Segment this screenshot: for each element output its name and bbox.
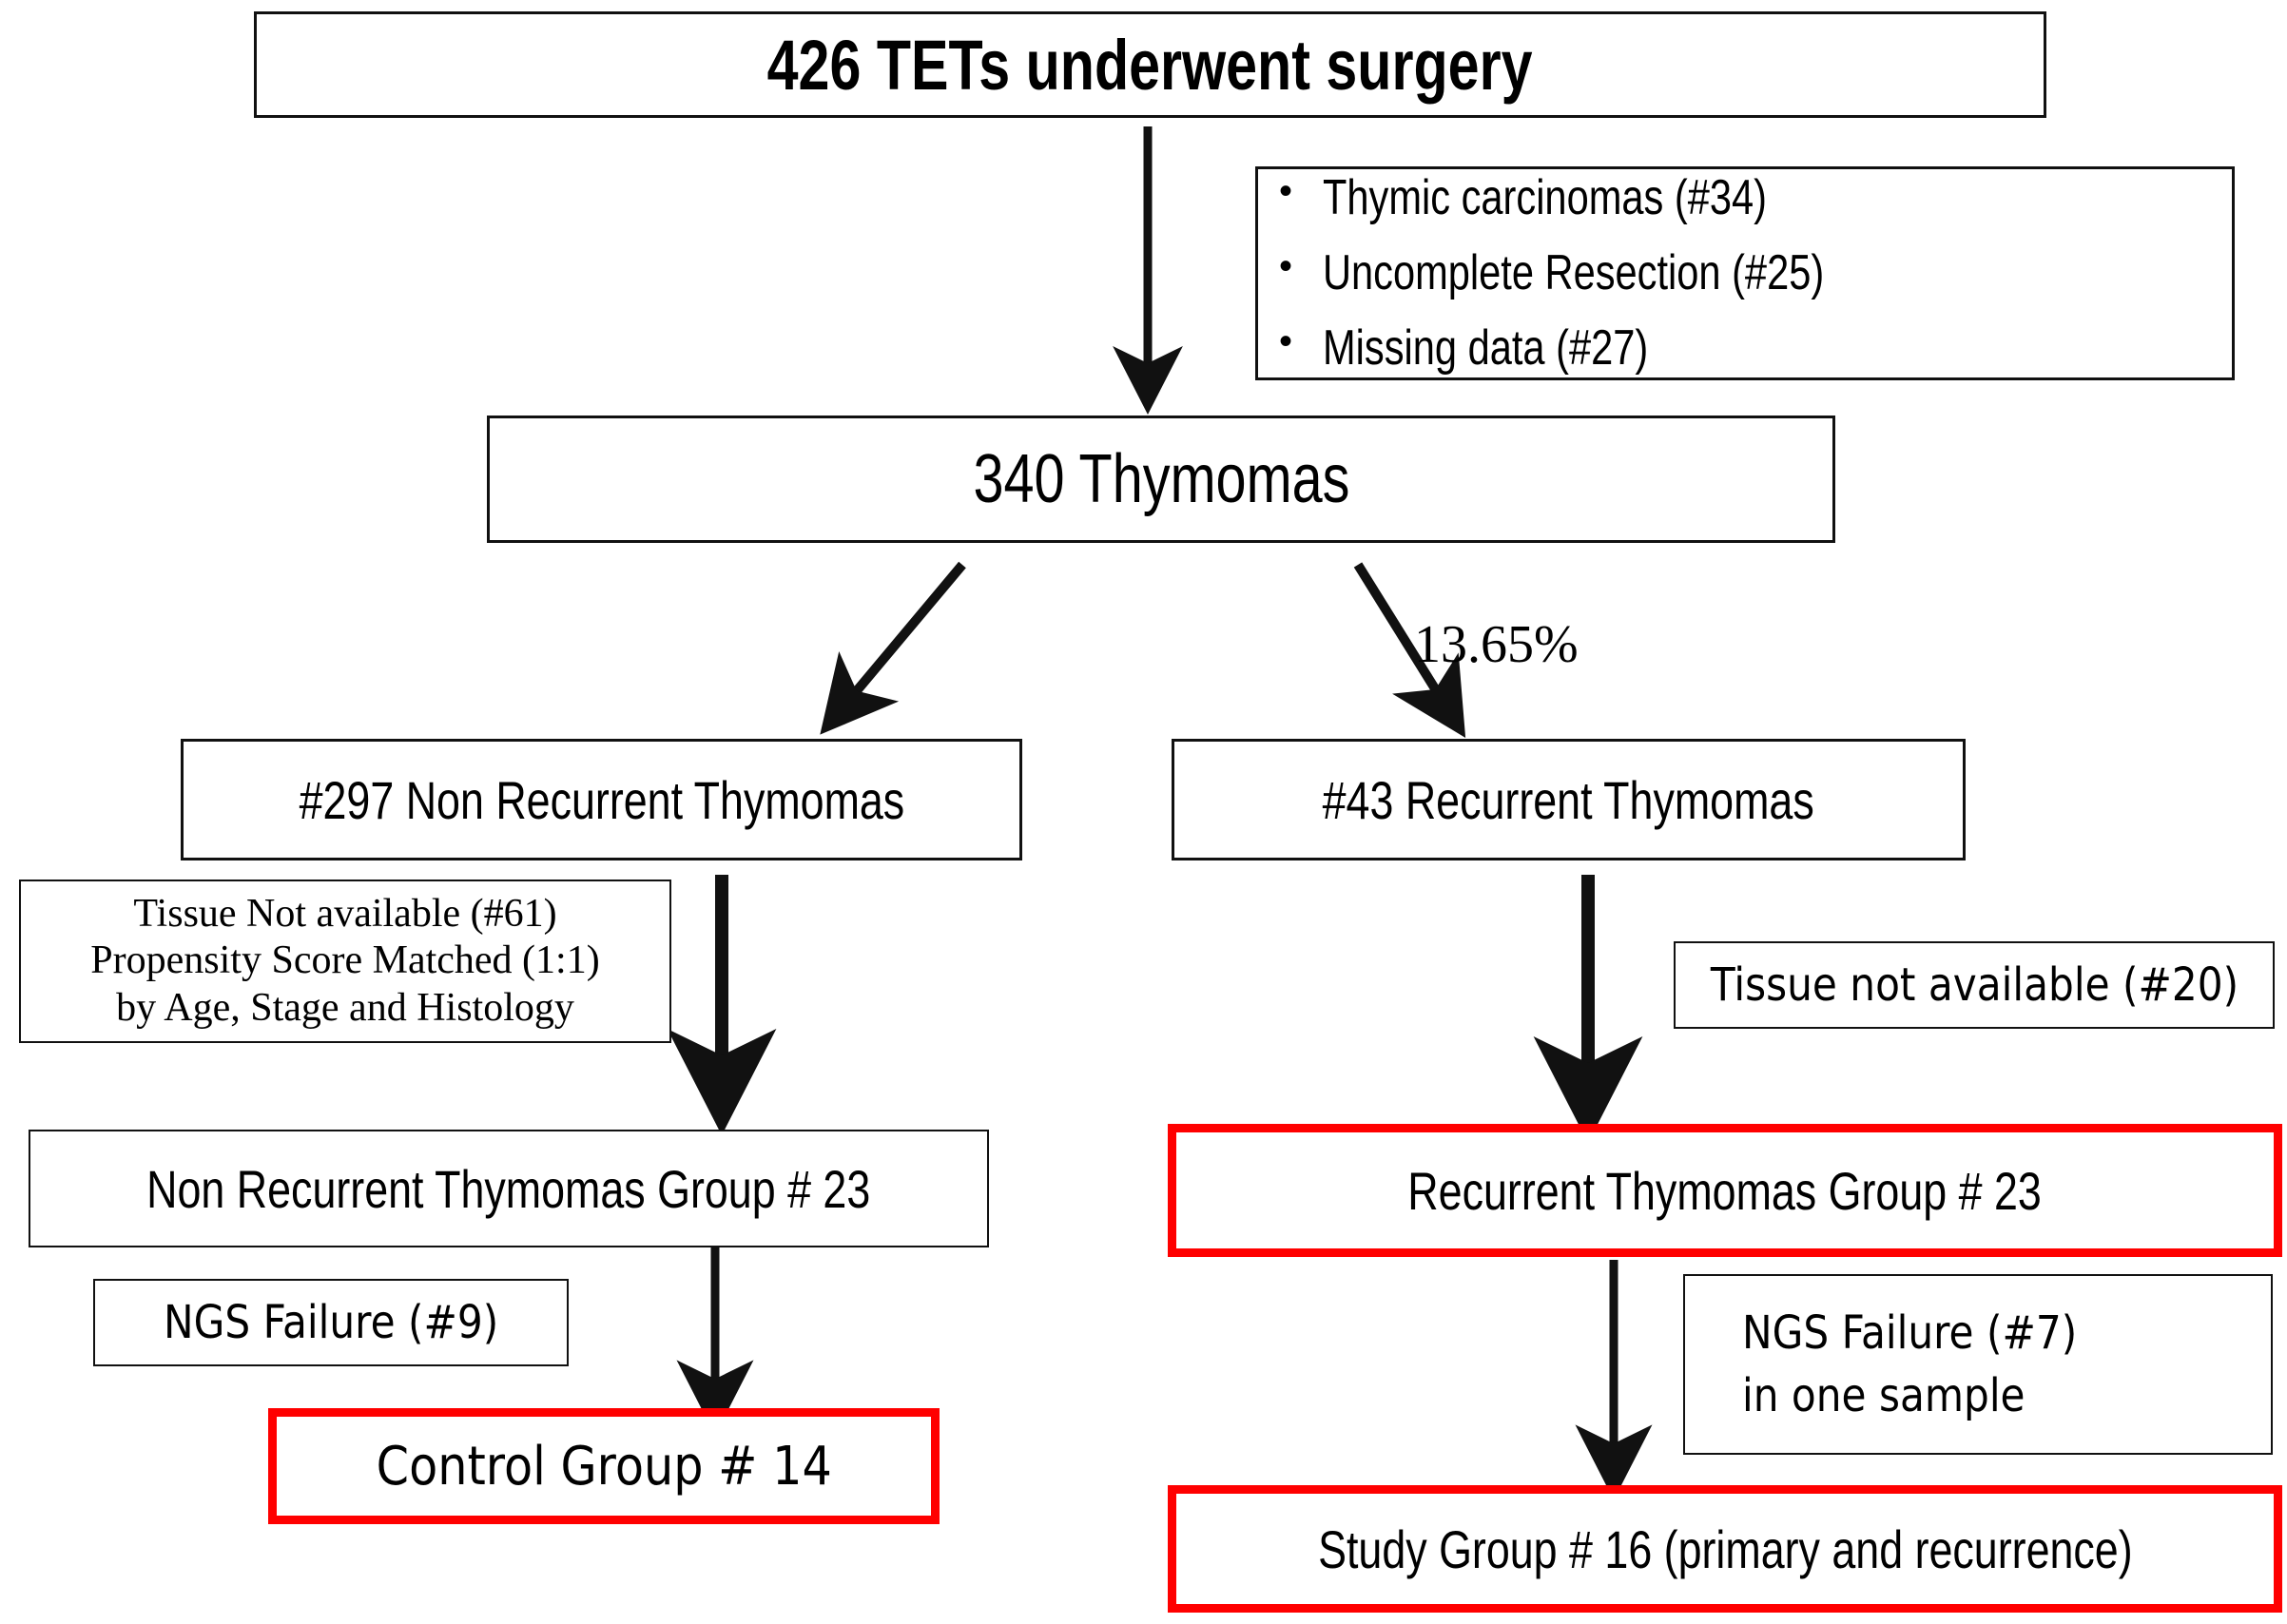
node-tissue-not-available-right: Tissue not available (#20) <box>1674 941 2275 1029</box>
node-thymomas: 340 Thymomas <box>487 416 1835 543</box>
node-exclusions: • Thymic carcinomas (#34) • Uncomplete R… <box>1255 166 2235 380</box>
ngs-failure-right-lines: NGS Failure (#7) in one sample <box>1742 1306 2122 1422</box>
bullet-icon: • <box>1279 320 1293 362</box>
exclusion-item-label: Thymic carcinomas (#34) <box>1323 170 1767 225</box>
node-recurrent-group-label: Recurrent Thymomas Group # 23 <box>1407 1160 2043 1221</box>
node-recurrent-group: Recurrent Thymomas Group # 23 <box>1168 1124 2282 1257</box>
node-total-cohort: 426 TETs underwent surgery <box>254 11 2046 118</box>
exclusion-item-label: Missing data (#27) <box>1323 320 1649 376</box>
node-control-group-label: Control Group # 14 <box>376 1435 832 1498</box>
node-ngs-failure-right: NGS Failure (#7) in one sample <box>1683 1274 2273 1455</box>
matching-note-line-2: Propensity Score Matched (1:1) <box>90 938 600 983</box>
bullet-icon: • <box>1279 170 1293 212</box>
matching-note-line-1: Tissue Not available (#61) <box>133 891 557 936</box>
list-item: • Thymic carcinomas (#34) <box>1279 167 2232 229</box>
node-ngs-failure-left: NGS Failure (#9) <box>93 1279 569 1366</box>
node-tissue-not-available-right-label: Tissue not available (#20) <box>1710 958 2239 1012</box>
arrow-thymomas-to-non-recurrent <box>820 561 966 735</box>
node-study-group-label: Study Group # 16 (primary and recurrence… <box>1317 1518 2133 1579</box>
exclusion-list: • Thymic carcinomas (#34) • Uncomplete R… <box>1279 167 2232 379</box>
node-thymomas-label: 340 Thymomas <box>973 441 1349 517</box>
node-non-recurrent-group-label: Non Recurrent Thymomas Group # 23 <box>146 1158 871 1219</box>
node-ngs-failure-left-label: NGS Failure (#9) <box>163 1296 499 1349</box>
list-item: • Uncomplete Resection (#25) <box>1279 242 2232 304</box>
node-recurrent-label: #43 Recurrent Thymomas <box>1322 769 1815 830</box>
node-non-recurrent-label: #297 Non Recurrent Thymomas <box>299 769 904 830</box>
node-total-cohort-label: 426 TETs underwent surgery <box>767 25 1533 105</box>
matching-note-line-3: by Age, Stage and Histology <box>116 985 574 1030</box>
node-ngs-failure-right-line-2: in one sample <box>1742 1369 2025 1422</box>
node-recurrent: #43 Recurrent Thymomas <box>1172 739 1966 860</box>
node-ngs-failure-right-line-1: NGS Failure (#7) <box>1742 1306 2078 1360</box>
list-item: • Missing data (#27) <box>1279 318 2232 379</box>
node-control-group: Control Group # 14 <box>268 1408 940 1524</box>
exclusion-item-label: Uncomplete Resection (#25) <box>1323 245 1825 300</box>
matching-note-lines: Tissue Not available (#61) Propensity Sc… <box>21 881 669 1041</box>
node-non-recurrent-group: Non Recurrent Thymomas Group # 23 <box>29 1130 989 1247</box>
node-matching-note: Tissue Not available (#61) Propensity Sc… <box>19 880 671 1043</box>
recurrence-rate-label: 13.65% <box>1414 615 1579 674</box>
bullet-icon: • <box>1279 245 1293 287</box>
node-non-recurrent: #297 Non Recurrent Thymomas <box>181 739 1022 860</box>
node-study-group: Study Group # 16 (primary and recurrence… <box>1168 1485 2282 1613</box>
